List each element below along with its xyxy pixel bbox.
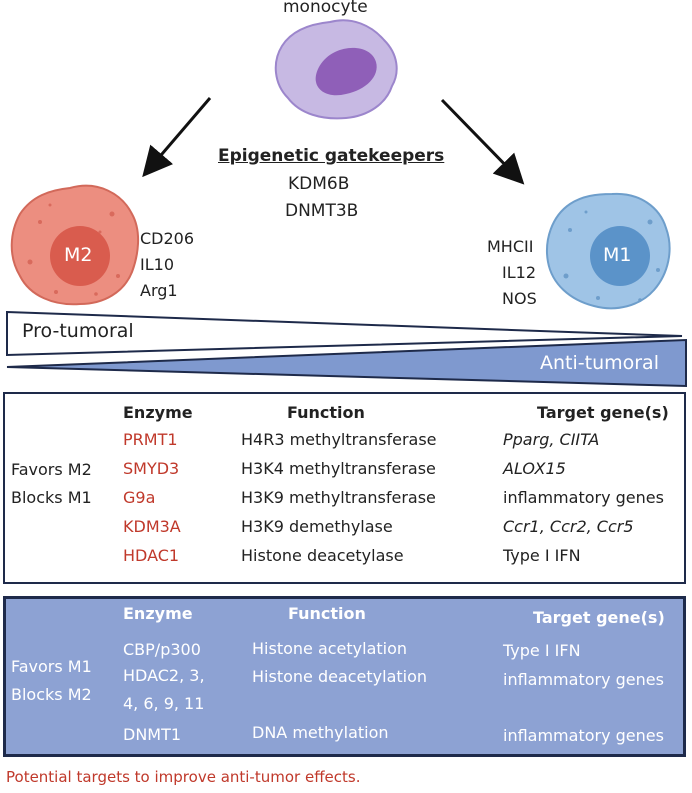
anti-tumoral-label: Anti-tumoral — [540, 352, 659, 374]
table2-enzyme: DNMT1 — [123, 725, 182, 744]
table1-enzyme: SMYD3 — [123, 459, 180, 478]
gatekeepers-title: Epigenetic gatekeepers — [218, 146, 445, 166]
m2-cell-icon — [10, 184, 139, 306]
arrow-to-m2-icon — [142, 97, 212, 178]
pro-tumoral-wedge — [6, 310, 683, 357]
table1-target: Type I IFN — [503, 546, 581, 565]
table1-side-label-1: Favors M2 — [11, 460, 92, 479]
m1-label: M1 — [603, 244, 632, 266]
anti-tumoral-wedge — [6, 338, 687, 388]
table2-enzyme: 4, 6, 9, 11 — [123, 694, 205, 713]
m2-label: M2 — [64, 244, 93, 266]
table1-function: H3K9 methyltransferase — [241, 488, 436, 507]
table1-header-function: Function — [287, 403, 365, 422]
table2-target: Type I IFN — [503, 641, 581, 660]
table1-function: H3K9 demethylase — [241, 517, 393, 536]
table2-side-label-1: Favors M1 — [11, 657, 92, 676]
arrow-to-m1-icon — [440, 98, 525, 185]
table1-side-label-2: Blocks M1 — [11, 488, 92, 507]
gatekeeper-dnmt3b: DNMT3B — [285, 201, 359, 221]
m1-marker-il12: IL12 — [502, 263, 536, 282]
table1-target: ALOX15 — [503, 459, 566, 478]
table1-target: inflammatory genes — [503, 488, 664, 507]
favors-m2-table: Favors M2 Blocks M1 Enzyme Function Targ… — [3, 392, 686, 584]
pro-tumoral-label: Pro-tumoral — [22, 320, 134, 342]
monocyte-cell-icon — [274, 19, 398, 120]
table1-enzyme: HDAC1 — [123, 546, 180, 565]
table1-function: Histone deacetylase — [241, 546, 404, 565]
table1-header-target: Target gene(s) — [537, 403, 669, 422]
table2-side-label-2: Blocks M2 — [11, 685, 92, 704]
table2-target: inflammatory genes — [503, 726, 664, 745]
favors-m1-table: Favors M1 Blocks M2 Enzyme Function Targ… — [3, 596, 686, 757]
table2-function: DNA methylation — [252, 723, 389, 742]
table1-target: Pparg, CIITA — [503, 430, 600, 449]
gatekeeper-kdm6b: KDM6B — [288, 174, 350, 194]
m1-cell-icon — [546, 192, 671, 310]
table2-enzyme: HDAC2, 3, — [123, 666, 205, 685]
monocyte-label: monocyte — [283, 0, 368, 17]
table2-header-target: Target gene(s) — [533, 608, 665, 627]
table2-enzyme: CBP/p300 — [123, 640, 201, 659]
table1-enzyme: G9a — [123, 488, 156, 507]
m2-marker-cd206: CD206 — [140, 229, 195, 248]
table1-enzyme: KDM3A — [123, 517, 181, 536]
table1-enzyme: PRMT1 — [123, 430, 178, 449]
m1-marker-mhcii: MHCII — [487, 237, 534, 256]
table2-function: Histone deacetylation — [252, 667, 428, 686]
footnote: Potential targets to improve anti-tumor … — [6, 768, 361, 786]
m2-marker-il10: IL10 — [140, 255, 174, 274]
m2-marker-arg1: Arg1 — [140, 281, 178, 300]
table1-header-enzyme: Enzyme — [123, 403, 193, 422]
table1-function: H3K4 methyltransferase — [241, 459, 436, 478]
table2-header-function: Function — [288, 604, 366, 623]
table1-target: Ccr1, Ccr2, Ccr5 — [503, 517, 634, 536]
table2-function: Histone acetylation — [252, 639, 408, 658]
m1-marker-nos: NOS — [502, 289, 537, 308]
table1-function: H4R3 methyltransferase — [241, 430, 437, 449]
table2-header-enzyme: Enzyme — [123, 604, 193, 623]
table2-target: inflammatory genes — [503, 670, 664, 689]
